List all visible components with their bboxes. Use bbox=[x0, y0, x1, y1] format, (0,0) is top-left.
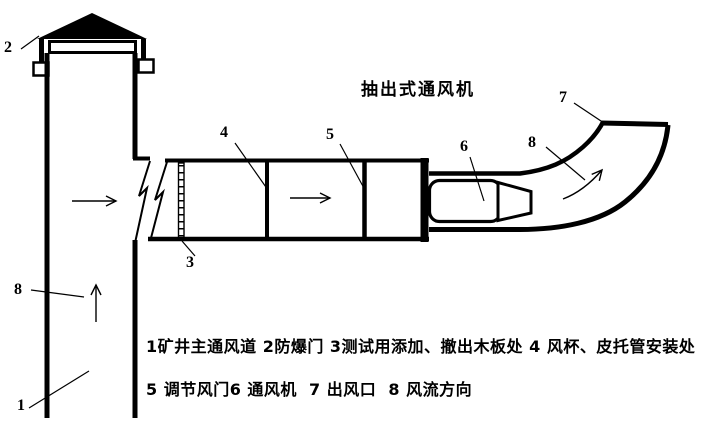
main-duct bbox=[148, 158, 429, 242]
legend-line-1: 1矿井主通风道 2防爆门 3测试用添加、撤出木板处 4 风杯、皮托管安装处 bbox=[146, 337, 696, 356]
callout-flow-bend: 8 bbox=[528, 134, 536, 151]
fan-casing bbox=[427, 178, 503, 224]
callout-leaders bbox=[20, 35, 602, 409]
outlet-bend bbox=[429, 120, 671, 232]
airflow-arrows bbox=[72, 168, 604, 322]
bend-inner-wall bbox=[429, 120, 606, 176]
door-bar bbox=[48, 40, 137, 54]
leader-3 bbox=[181, 240, 196, 257]
right-hanger-weight bbox=[137, 58, 155, 74]
roof-triangle bbox=[37, 13, 147, 39]
callout-cup: 4 bbox=[220, 124, 228, 141]
break-line-left bbox=[134, 160, 151, 244]
diagram-title: 抽出式通风机 bbox=[361, 80, 475, 100]
fan-tail-cone bbox=[496, 180, 533, 223]
legend-line-2: 5 调节风门6 通风机 7 出风口 8 风流方向 bbox=[146, 380, 473, 399]
break-line-right bbox=[150, 161, 168, 239]
leader-1 bbox=[28, 370, 90, 409]
callout-damper: 5 bbox=[326, 126, 334, 143]
callout-fan: 6 bbox=[460, 138, 468, 155]
leader-5 bbox=[339, 143, 366, 191]
leader-8-bend bbox=[545, 146, 586, 181]
mine-shaft bbox=[44, 53, 168, 418]
callout-shaft: 1 bbox=[17, 397, 25, 414]
bend-outer-wall bbox=[429, 124, 671, 232]
callout-flow-shaft: 8 bbox=[14, 281, 22, 298]
fan-body bbox=[427, 178, 533, 224]
leader-6 bbox=[469, 156, 485, 202]
leader-7 bbox=[573, 102, 602, 122]
leader-4 bbox=[234, 142, 269, 191]
callout-board: 3 bbox=[186, 254, 194, 271]
callout-door: 2 bbox=[4, 39, 12, 56]
leader-8-shaft bbox=[30, 289, 85, 298]
airflow-arrow-bend-icon bbox=[562, 168, 604, 200]
callout-outlet: 7 bbox=[559, 89, 567, 106]
outlet-opening bbox=[600, 120, 669, 127]
leader-2 bbox=[20, 35, 40, 50]
